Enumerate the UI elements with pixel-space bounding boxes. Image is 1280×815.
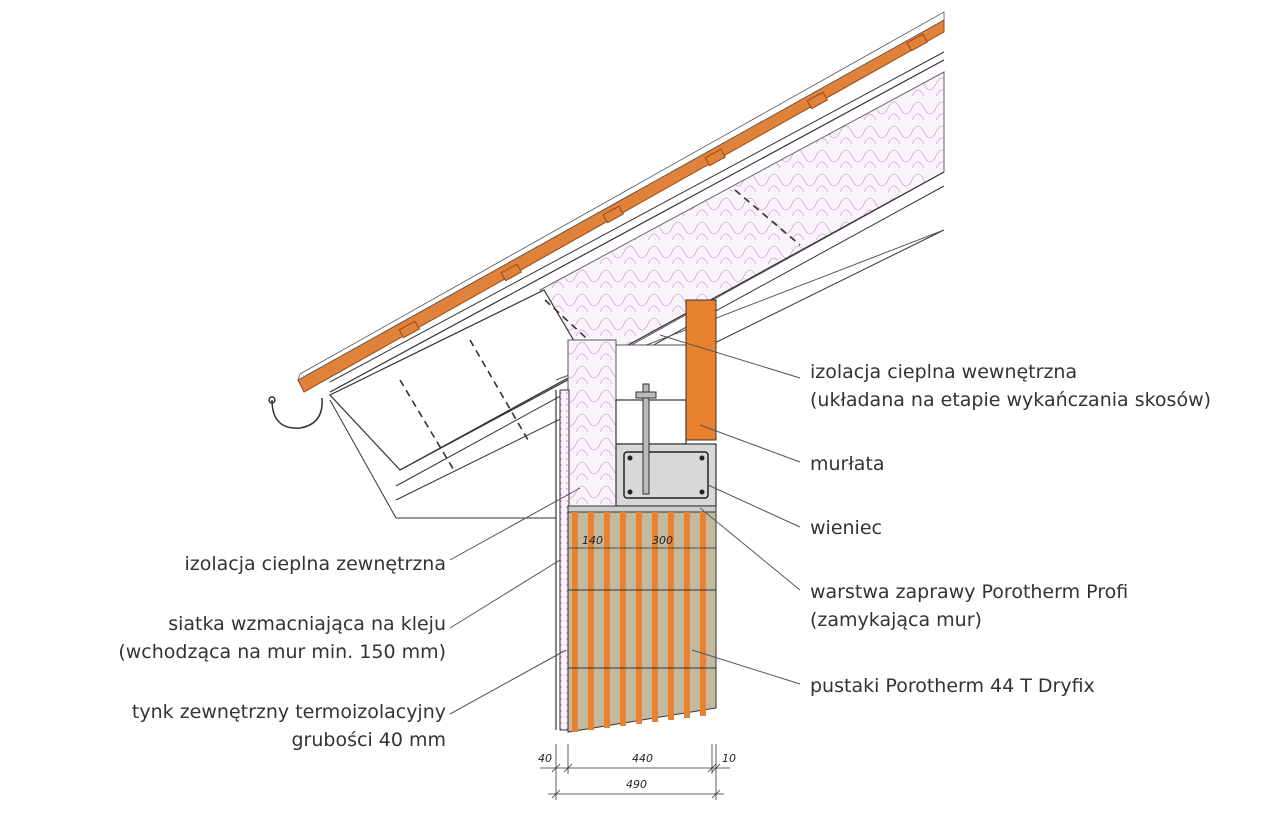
dim-300: 300	[652, 534, 673, 547]
label-mortar-note: (zamykająca mur)	[810, 609, 982, 631]
leader-lines	[449, 334, 801, 715]
label-inner-insulation: izolacja cieplna wewnętrzna	[810, 361, 1077, 383]
rafter	[329, 289, 591, 471]
dim-40: 40	[538, 752, 552, 765]
dim-440: 440	[632, 752, 653, 765]
roof	[268, 11, 945, 519]
dim-490: 490	[626, 778, 647, 791]
dim-10: 10	[722, 752, 736, 765]
anchor-bolt	[635, 383, 657, 495]
wall-plate	[615, 399, 687, 445]
roof-tiles	[297, 11, 945, 393]
label-inner-insulation-note: (układana na etapie wykańczania skosów)	[810, 389, 1211, 411]
dim-140: 140	[582, 534, 603, 547]
label-ring-beam: wieniec	[810, 517, 882, 539]
label-outer-insulation: izolacja cieplna zewnętrzna	[184, 553, 446, 575]
label-plaster-thickness: grubości 40 mm	[292, 729, 447, 751]
labels: izolacja cieplna wewnętrzna (układana na…	[118, 361, 1211, 751]
label-mesh: siatka wzmacniająca na kleju	[168, 613, 446, 635]
label-plaster: tynk zewnętrzny termoizolacyjny	[132, 701, 446, 723]
label-mortar: warstwa zaprawy Porotherm Profi	[810, 581, 1128, 603]
outer-insulation	[567, 339, 617, 509]
wall	[555, 299, 717, 733]
label-mesh-note: (wchodząca na mur min. 150 mm)	[118, 641, 446, 663]
porotherm-blocks	[567, 511, 717, 733]
dimensions: 140 300 40 440 10 490	[538, 534, 736, 800]
label-wall-plate: murłata	[810, 453, 885, 475]
ring-beam	[615, 443, 717, 507]
label-blocks: pustaki Porotherm 44 T Dryfix	[810, 675, 1095, 697]
gutter	[268, 396, 323, 429]
block-orange-face	[685, 299, 717, 441]
